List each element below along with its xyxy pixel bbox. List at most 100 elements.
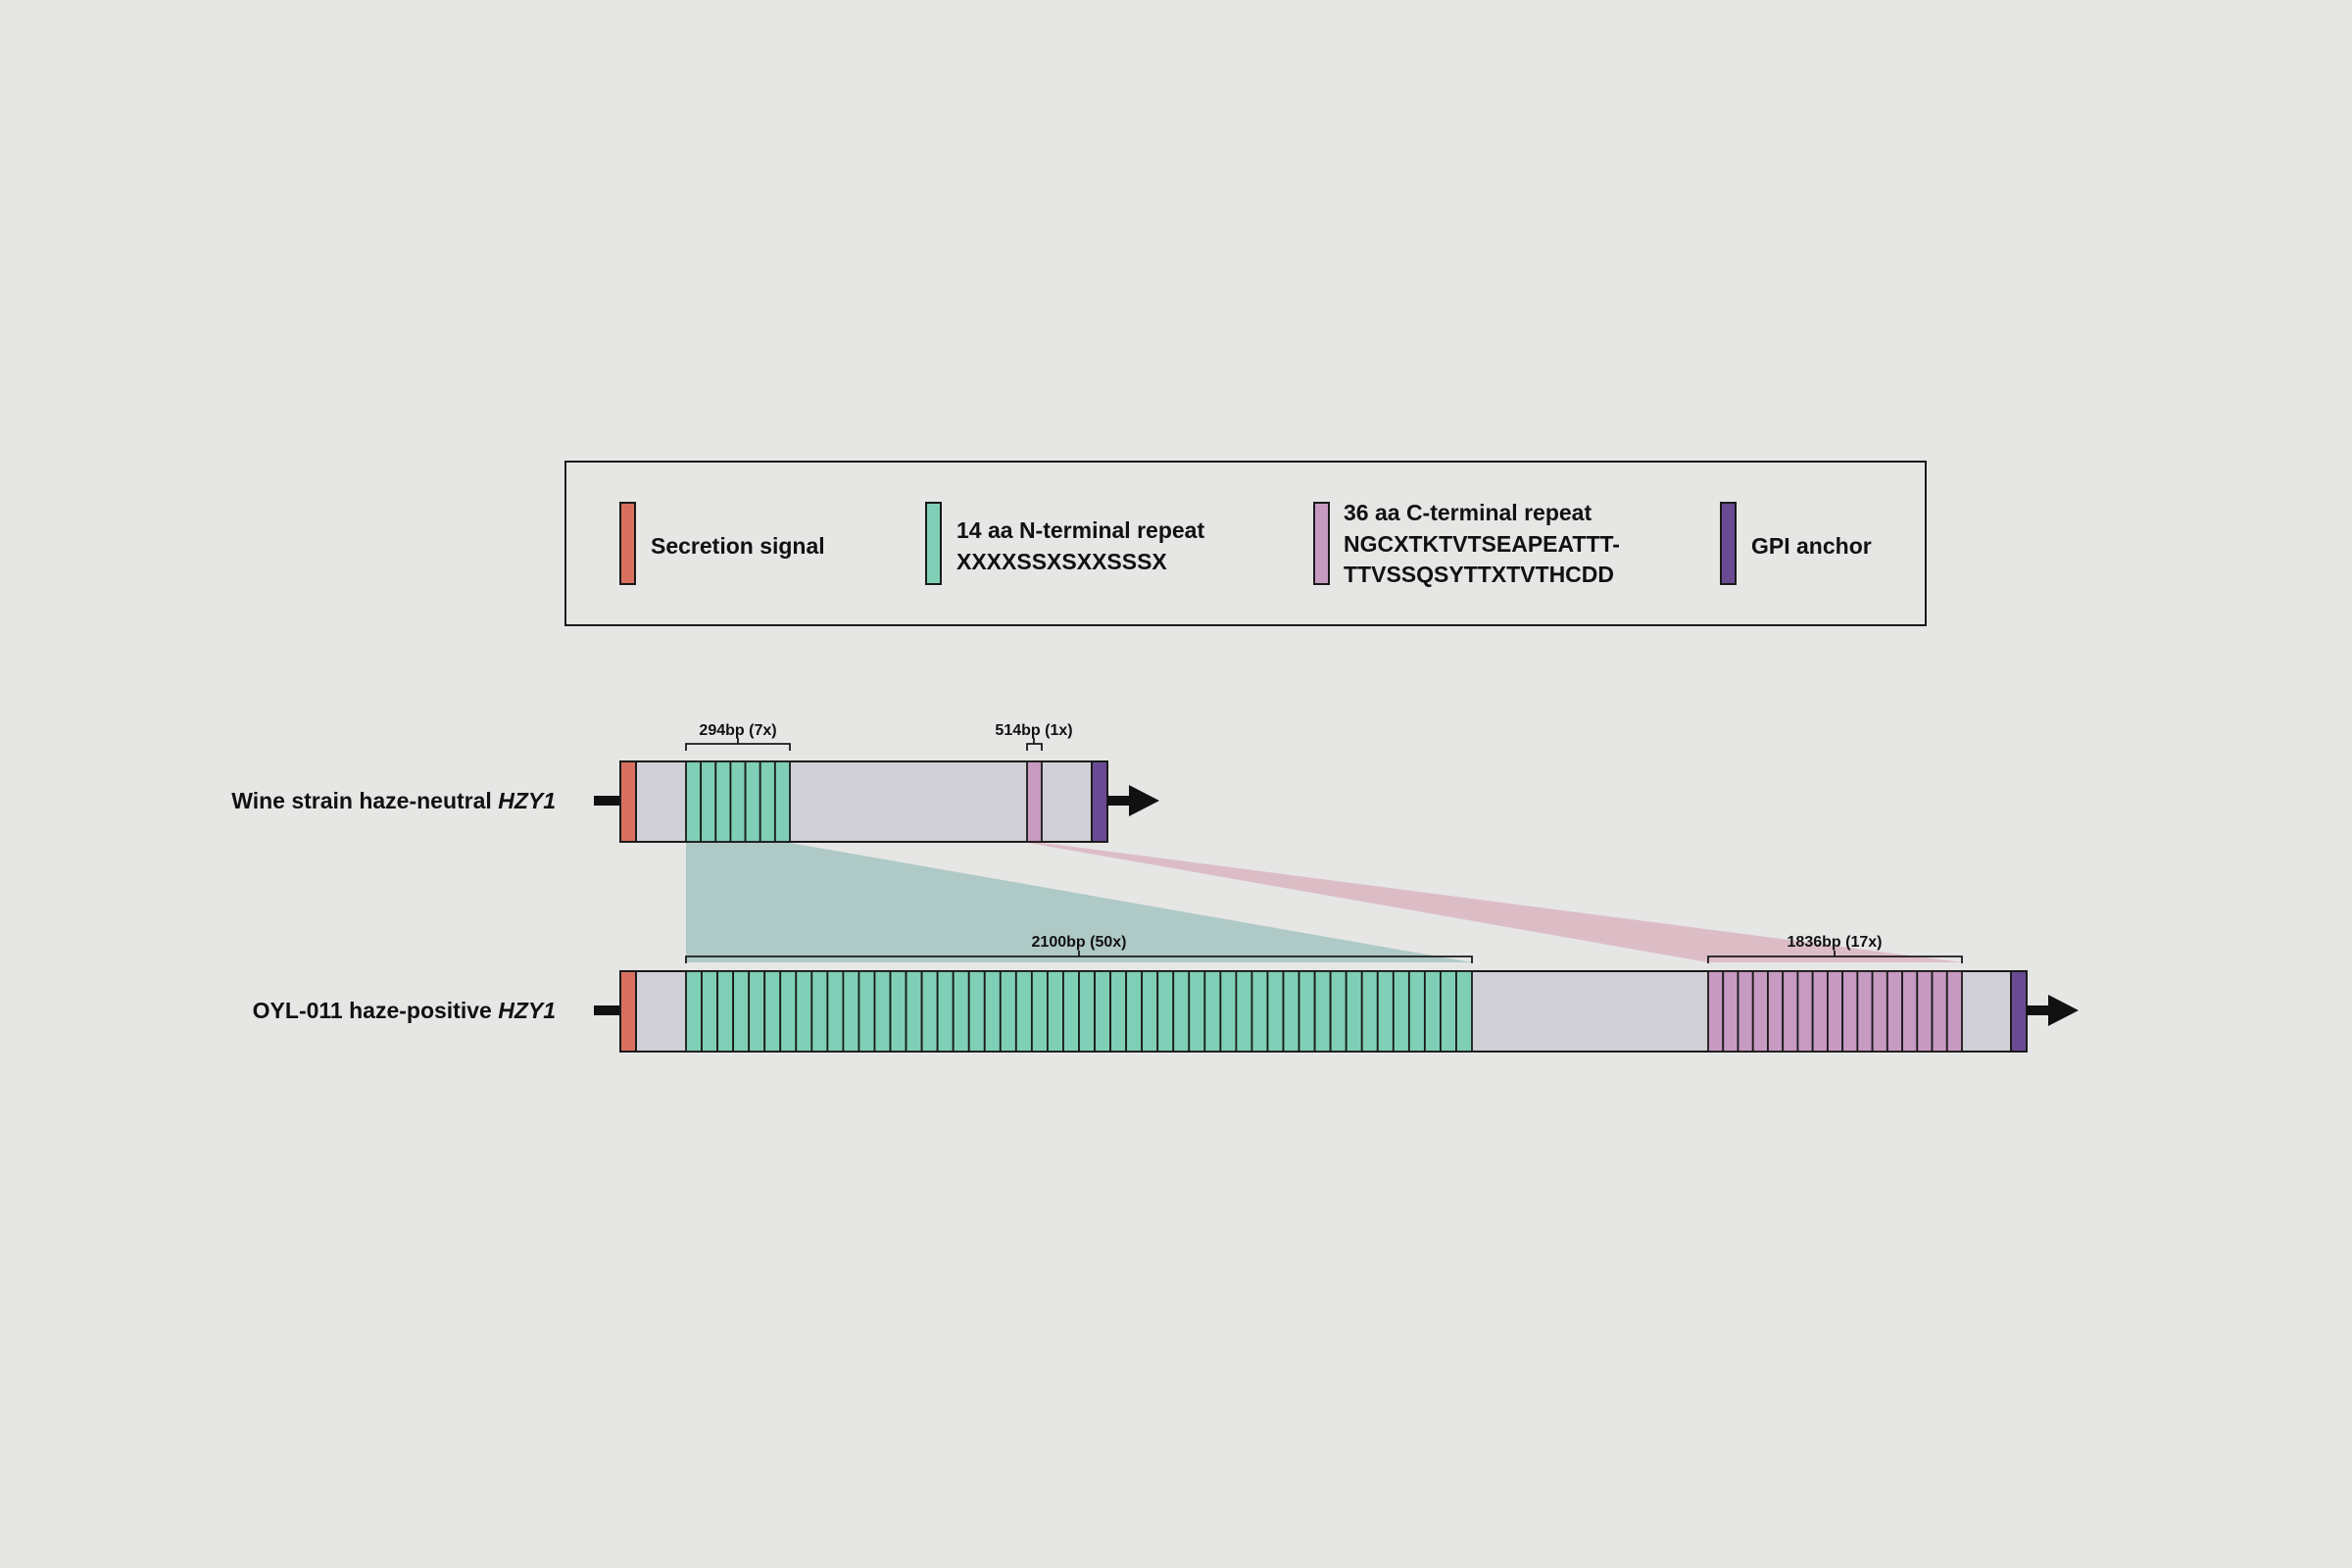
n-terminal-repeat-unit xyxy=(1172,970,1191,1053)
bracket-n-oyl-011-line xyxy=(685,951,1473,963)
bracket-c-wine-strain-label: 514bp (1x) xyxy=(995,722,1072,739)
gene-track-wine-strain: Wine strain haze-neutral HZY1 294bp (7x)… xyxy=(231,722,1159,843)
n-terminal-repeat-unit xyxy=(1203,970,1222,1053)
n-terminal-repeat-unit xyxy=(826,970,845,1053)
n-terminal-repeat-unit xyxy=(1423,970,1442,1053)
n-terminal-repeat-unit xyxy=(1047,970,1064,1053)
bracket-c-wine-strain-line xyxy=(1026,738,1043,751)
n-terminal-repeat-unit xyxy=(685,970,703,1053)
legend-label-secretion-signal: Secretion signal xyxy=(651,533,825,559)
legend-sequence-c-terminal-repeat-line-1: NGCXTKTVTSEAPEATTT- xyxy=(1344,531,1620,557)
c-terminal-repeat-unit xyxy=(1871,970,1888,1053)
n-terminal-repeat-unit xyxy=(1109,970,1128,1053)
bracket-c-oyl-011: 1836bp (17x) xyxy=(1707,934,1963,963)
bracket-c-oyl-011-label: 1836bp (17x) xyxy=(1788,934,1883,951)
legend-label-c-terminal-repeat: 36 aa C-terminal repeat xyxy=(1344,500,1592,525)
n-terminal-repeat-unit xyxy=(1188,970,1206,1053)
n-terminal-repeats-oyl-011 xyxy=(685,970,1473,1053)
gene-label-oyl-011: OYL-011 haze-positive HZY1 xyxy=(253,998,556,1023)
legend-item-gpi-anchor: GPI anchor xyxy=(1720,502,1872,585)
n-terminal-repeat-unit xyxy=(701,970,718,1053)
n-terminal-repeat-unit xyxy=(685,760,703,843)
n-terminal-repeat-unit xyxy=(983,970,1002,1053)
arrow-shaft-wine-strain xyxy=(1107,796,1131,806)
bracket-c-oyl-011-line xyxy=(1707,951,1963,963)
c-terminal-repeat-unit xyxy=(1767,970,1785,1053)
bracket-n-wine-strain-label: 294bp (7x) xyxy=(699,722,776,739)
n-terminal-repeat-unit xyxy=(810,970,829,1053)
n-terminal-repeat-unit xyxy=(1392,970,1410,1053)
c-terminal-repeat-unit xyxy=(1931,970,1948,1053)
n-terminal-repeat-unit xyxy=(1376,970,1395,1053)
bracket-n-oyl-011: 2100bp (50x) xyxy=(685,934,1473,963)
n-terminal-repeat-unit xyxy=(1455,970,1473,1053)
n-terminal-repeat-unit xyxy=(952,970,970,1053)
n-terminal-repeat-unit xyxy=(1266,970,1285,1053)
c-terminal-repeat-unit xyxy=(1901,970,1919,1053)
c-terminal-repeat-unit xyxy=(1796,970,1814,1053)
n-terminal-repeat-unit xyxy=(889,970,907,1053)
gene-label-wine-strain-prefix: Wine strain haze-neutral xyxy=(231,788,498,813)
c-terminal-repeat-unit xyxy=(1886,970,1903,1053)
gene-label-oyl-011-prefix: OYL-011 haze-positive xyxy=(253,998,499,1023)
n-terminal-repeat-unit xyxy=(842,970,860,1053)
c-terminal-repeat-unit xyxy=(1737,970,1754,1053)
legend-item-n-terminal-repeat: 14 aa N-terminal repeat XXXXSSXSXXSSSX xyxy=(925,502,1204,585)
arrow-shaft-oyl-011 xyxy=(2027,1005,2050,1015)
n-terminal-repeat-unit xyxy=(1407,970,1426,1053)
n-terminal-repeat-unit xyxy=(1030,970,1049,1053)
c-terminal-repeats-wine-strain xyxy=(1026,760,1043,843)
n-terminal-repeat-unit xyxy=(1360,970,1379,1053)
c-terminal-repeat-unit xyxy=(1782,970,1799,1053)
gene-label-wine-strain-gene: HZY1 xyxy=(498,788,556,813)
c-terminal-repeat-unit xyxy=(1945,970,1963,1053)
n-terminal-repeat-unit xyxy=(779,970,798,1053)
n-terminal-repeat-unit xyxy=(936,970,955,1053)
n-terminal-repeat-unit xyxy=(1156,970,1175,1053)
n-terminal-repeat-unit xyxy=(700,760,717,843)
n-terminal-repeat-unit xyxy=(1298,970,1316,1053)
n-terminal-repeat-unit xyxy=(729,760,747,843)
n-terminal-repeat-unit xyxy=(1125,970,1144,1053)
bracket-n-wine-strain-line xyxy=(685,738,791,751)
n-terminal-repeat-unit xyxy=(763,970,782,1053)
n-terminal-repeat-unit xyxy=(1329,970,1348,1053)
n-terminal-repeat-unit xyxy=(905,970,923,1053)
c-terminal-repeats-oyl-011 xyxy=(1707,970,1963,1053)
n-terminal-repeat-unit xyxy=(744,760,761,843)
legend-swatch-secretion-signal xyxy=(619,502,636,585)
n-terminal-repeat-unit xyxy=(1440,970,1457,1053)
n-terminal-repeat-unit xyxy=(716,970,735,1053)
gpi-anchor-wine-strain xyxy=(1091,760,1108,843)
n-terminal-repeat-unit xyxy=(773,760,791,843)
legend-label-gpi-anchor: GPI anchor xyxy=(1751,533,1872,559)
n-terminal-repeat-unit xyxy=(1094,970,1111,1053)
gpi-anchor-oyl-011 xyxy=(2010,970,2028,1053)
legend-sequence-n-terminal-repeat: XXXXSSXSXXSSSX xyxy=(956,549,1167,574)
c-terminal-repeat-unit xyxy=(1856,970,1874,1053)
bracket-n-wine-strain: 294bp (7x) xyxy=(685,722,791,751)
legend-frame xyxy=(564,461,1927,626)
n-terminal-repeat-unit xyxy=(1062,970,1080,1053)
arrow-head-oyl-011 xyxy=(2048,995,2079,1026)
secretion-signal-wine-strain xyxy=(619,760,637,843)
gene-label-oyl-011-gene: HZY1 xyxy=(498,998,556,1023)
n-terminal-repeats-wine-strain xyxy=(685,760,791,843)
n-terminal-repeat-unit xyxy=(1250,970,1269,1053)
promoter-line-oyl-011 xyxy=(594,1005,620,1015)
n-terminal-repeat-unit xyxy=(714,760,732,843)
n-terminal-expansion-wedge xyxy=(686,843,1472,962)
legend-sequence-c-terminal-repeat-line-2: TTVSSQSYTTXTVTHCDD xyxy=(1344,562,1614,587)
c-terminal-repeat-unit xyxy=(1751,970,1769,1053)
c-terminal-repeat-unit xyxy=(1707,970,1725,1053)
c-terminal-repeat-unit xyxy=(1826,970,1844,1053)
legend-label-n-terminal-repeat: 14 aa N-terminal repeat xyxy=(956,517,1204,543)
legend-item-secretion-signal: Secretion signal xyxy=(619,502,825,585)
n-terminal-repeat-unit xyxy=(1078,970,1096,1053)
n-terminal-repeat-unit xyxy=(1235,970,1253,1053)
n-terminal-repeat-unit xyxy=(1141,970,1159,1053)
c-terminal-repeat-unit xyxy=(1722,970,1740,1053)
legend: Secretion signal 14 aa N-terminal repeat… xyxy=(564,461,1927,626)
n-terminal-repeat-unit xyxy=(858,970,876,1053)
